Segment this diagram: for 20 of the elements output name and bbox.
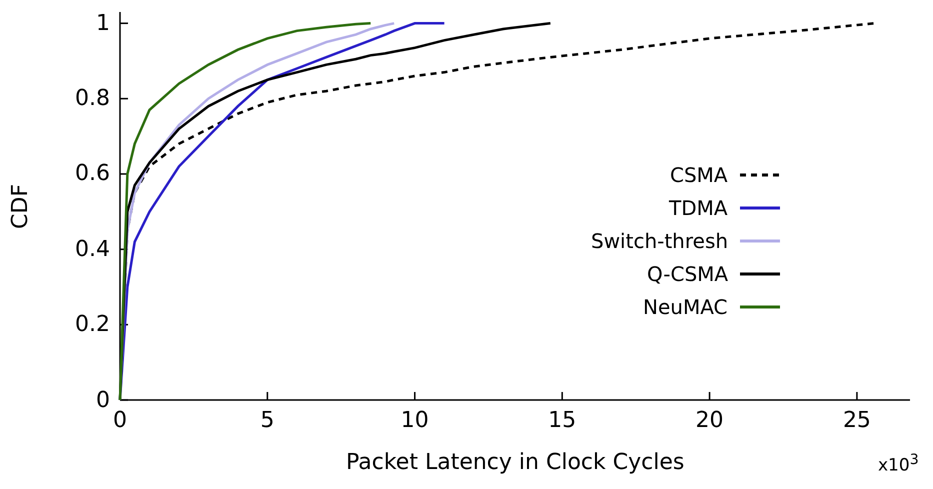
legend-label: NeuMAC (643, 295, 728, 319)
axis-title: CDF (7, 184, 32, 228)
tick-label: 0.4 (75, 236, 110, 262)
tick-label: 1 (96, 10, 110, 36)
legend-label: TDMA (669, 196, 728, 220)
legend-label: Switch-thresh (591, 229, 728, 253)
tick-label: 0.6 (75, 161, 110, 186)
legend-label: CSMA (670, 163, 728, 187)
tick-label: 25 (842, 408, 871, 433)
tick-label: 15 (548, 408, 576, 433)
tick-label: 0.2 (75, 312, 110, 338)
tick-label: 5 (260, 408, 274, 433)
tick-label: 10 (400, 408, 429, 433)
legend-label: Q-CSMA (647, 262, 728, 286)
tick-label: 0 (96, 388, 110, 412)
axis-multiplier: x10$^{3}$ (878, 452, 919, 476)
tick-label: 0.8 (75, 86, 110, 112)
axis-title: Packet Latency in Clock Cycles (346, 450, 684, 475)
tick-label: 20 (696, 408, 724, 433)
tick-label: 0 (113, 408, 127, 433)
